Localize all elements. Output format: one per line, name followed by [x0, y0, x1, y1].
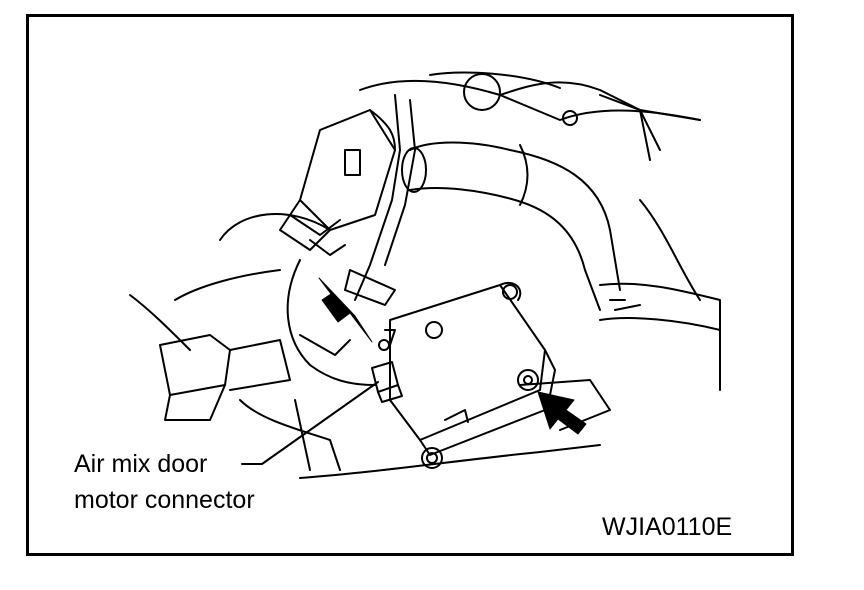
arrow-icon [537, 391, 587, 435]
callout-label-line1: Air mix door [74, 450, 208, 478]
relay-bracket [279, 109, 396, 256]
dashboard-structure [359, 71, 701, 301]
callout-label-line2: motor connector [74, 486, 255, 514]
left-background [129, 213, 351, 471]
air-mix-door-motor [378, 281, 611, 469]
duct-hose [401, 141, 721, 391]
arrow-icon [318, 277, 373, 343]
leader-line [241, 381, 379, 465]
base-line [299, 444, 601, 479]
figure-code: WJIA0110E [602, 513, 733, 541]
wire-harness [286, 94, 416, 386]
